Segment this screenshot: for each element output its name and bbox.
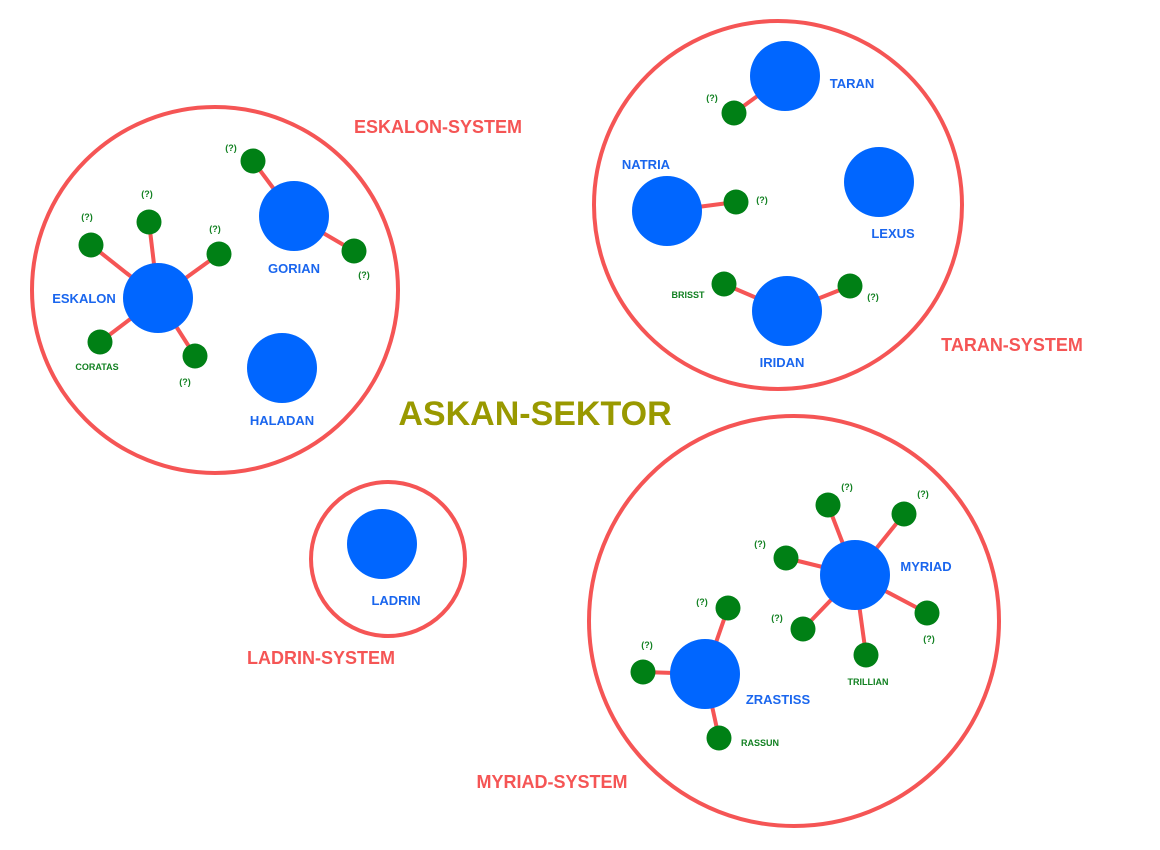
moon-label: (?) [706, 93, 718, 103]
system-label: MYRIAD-SYSTEM [476, 772, 627, 792]
planet-label: GORIAN [268, 261, 320, 276]
system-label: TARAN-SYSTEM [941, 335, 1083, 355]
moon-node[interactable] [815, 492, 841, 518]
planet-label: MYRIAD [900, 559, 951, 574]
planet-node[interactable] [820, 540, 890, 610]
moon-label: TRILLIAN [848, 677, 889, 687]
planet-group: LADRIN [347, 509, 421, 608]
moon-label: (?) [841, 482, 853, 492]
moon-label: (?) [756, 195, 768, 205]
planet-label: ZRASTISS [746, 692, 811, 707]
system-boundary-ring [309, 480, 467, 638]
moon-node[interactable] [136, 209, 162, 235]
planet-node[interactable] [670, 639, 740, 709]
moon-node[interactable] [773, 545, 799, 571]
planet-label: IRIDAN [760, 355, 805, 370]
moon-label: RASSUN [741, 738, 779, 748]
moon-node[interactable] [853, 642, 879, 668]
moon-node[interactable] [78, 232, 104, 258]
planet-node[interactable] [752, 276, 822, 346]
planet-node[interactable] [632, 176, 702, 246]
star-system: LADRIN-SYSTEM LADRIN [247, 480, 467, 668]
planet-label: ESKALON [52, 291, 116, 306]
moon-label: (?) [141, 189, 153, 199]
system-label: LADRIN-SYSTEM [247, 648, 395, 668]
planet-label: LEXUS [871, 226, 915, 241]
moon-node[interactable] [706, 725, 732, 751]
moon-label: (?) [179, 377, 191, 387]
star-system: TARAN-SYSTEM (?) TARAN (?) NATRIA LEXUS BRISST… [592, 19, 1083, 391]
planet-group: (?) TARAN [706, 41, 874, 126]
planet-group: (?) (?) RASSUN ZRASTISS [630, 595, 811, 751]
moon-label: (?) [209, 224, 221, 234]
planet-group: (?) (?) (?) CORATAS (?) ESKALON [52, 189, 232, 387]
moon-node[interactable] [914, 600, 940, 626]
moon-node[interactable] [891, 501, 917, 527]
moon-label: (?) [358, 270, 370, 280]
star-system: ESKALON-SYSTEM (?) (?) (?) CORATAS (?) ESKALON… [30, 105, 522, 475]
planet-node[interactable] [844, 147, 914, 217]
moon-label: (?) [923, 634, 935, 644]
moon-node[interactable] [837, 273, 863, 299]
planet-label: HALADAN [250, 413, 314, 428]
moon-node[interactable] [790, 616, 816, 642]
moon-node[interactable] [341, 238, 367, 264]
planet-node[interactable] [123, 263, 193, 333]
moon-label: (?) [696, 597, 708, 607]
moon-node[interactable] [240, 148, 266, 174]
planet-group: (?) NATRIA [622, 157, 768, 246]
moon-label: BRISST [671, 290, 705, 300]
planet-group: LEXUS [844, 147, 915, 241]
moon-label: (?) [641, 640, 653, 650]
moon-label: CORATAS [75, 362, 118, 372]
planet-node[interactable] [259, 181, 329, 251]
moon-label: (?) [81, 212, 93, 222]
planet-group: HALADAN [247, 333, 317, 428]
moon-node[interactable] [711, 271, 737, 297]
planet-group: (?) (?) GORIAN [225, 143, 370, 280]
moon-label: (?) [867, 292, 879, 302]
star-system: MYRIAD-SYSTEM (?) (?) (?) (?) (?) TRILLIAN MYRI… [476, 414, 1001, 828]
planet-node[interactable] [347, 509, 417, 579]
moon-node[interactable] [721, 100, 747, 126]
moon-label: (?) [771, 613, 783, 623]
system-label: ESKALON-SYSTEM [354, 117, 522, 137]
system-boundary-ring [592, 19, 964, 391]
moon-label: (?) [917, 489, 929, 499]
planet-group: (?) (?) (?) (?) (?) TRILLIAN MYRIAD [754, 482, 951, 687]
planet-node[interactable] [247, 333, 317, 403]
moon-node[interactable] [723, 189, 749, 215]
moon-node[interactable] [630, 659, 656, 685]
moon-node[interactable] [182, 343, 208, 369]
planet-group: BRISST (?) IRIDAN [671, 271, 879, 370]
system-boundary-ring [30, 105, 400, 475]
planet-label: TARAN [830, 76, 875, 91]
moon-node[interactable] [87, 329, 113, 355]
sector-title: ASKAN-SEKTOR [398, 395, 671, 433]
moon-node[interactable] [715, 595, 741, 621]
moon-label: (?) [754, 539, 766, 549]
planet-label: NATRIA [622, 157, 671, 172]
moon-label: (?) [225, 143, 237, 153]
moon-node[interactable] [206, 241, 232, 267]
planet-label: LADRIN [371, 593, 420, 608]
system-boundary-ring [587, 414, 1001, 828]
planet-node[interactable] [750, 41, 820, 111]
